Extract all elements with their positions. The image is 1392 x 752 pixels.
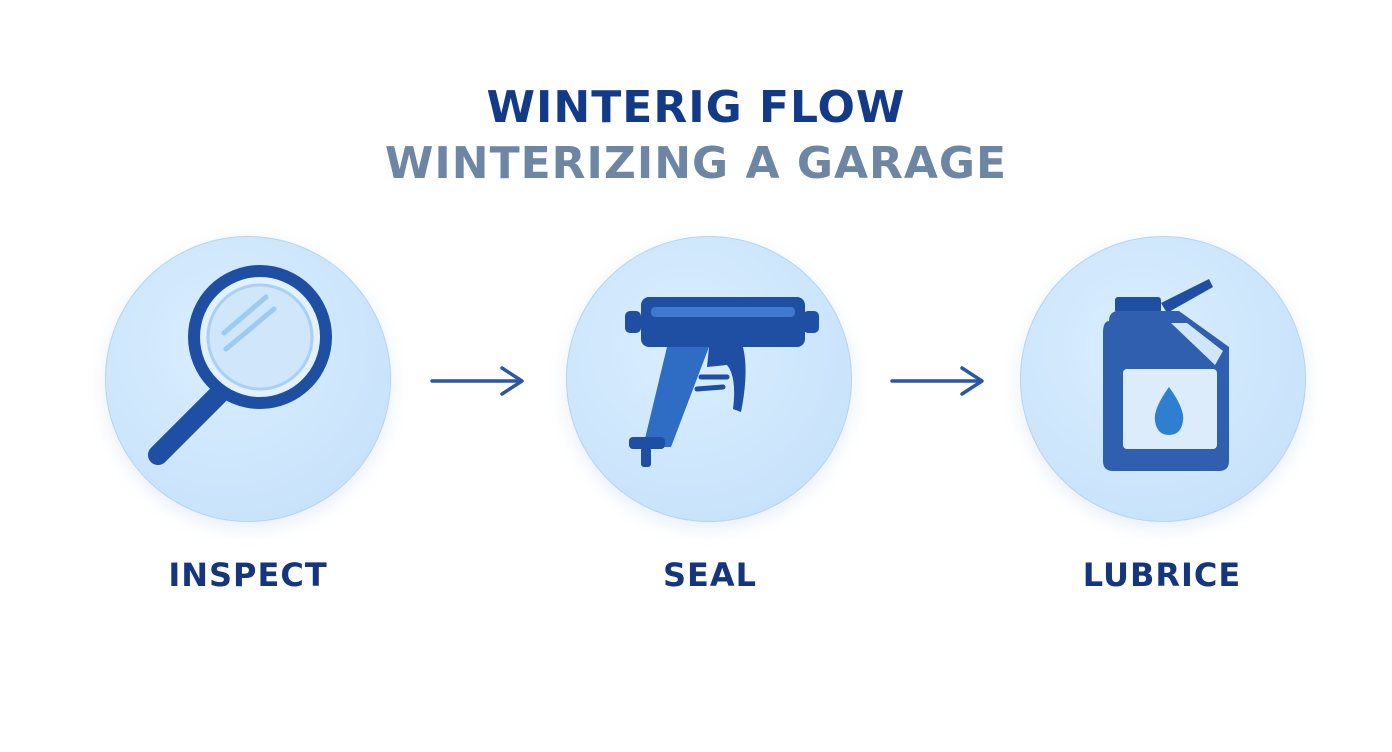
- step-seal-circle: [566, 236, 852, 522]
- oil-jug-icon: [1103, 279, 1229, 471]
- flow-subtitle: WINTERIZING A GARAGE: [384, 138, 1008, 189]
- step-lubricate-label: LUBRICE: [1082, 556, 1242, 594]
- step-inspect-circle: [105, 236, 391, 522]
- caulk-gun-icon: [625, 297, 819, 467]
- flow-title: WINTERIG FLOW: [486, 82, 906, 133]
- step-lubricate-circle: [1020, 236, 1306, 522]
- arrow-right-icon: [890, 366, 984, 396]
- step-inspect-label: INSPECT: [168, 556, 328, 594]
- magnifying-glass-icon: [148, 265, 332, 465]
- step-seal-label: SEAL: [662, 556, 758, 594]
- arrow-right-icon: [430, 366, 524, 396]
